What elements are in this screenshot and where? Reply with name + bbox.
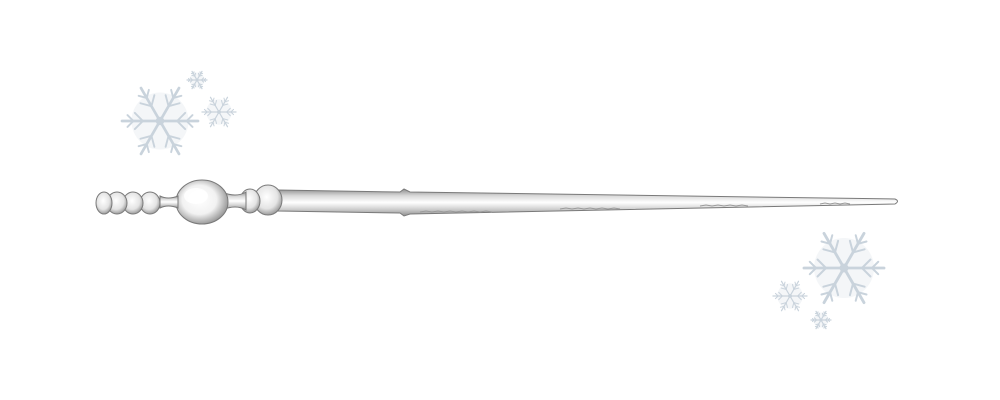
snowflake-cluster-lower-right (772, 231, 886, 330)
wand-texture (419, 202, 851, 213)
snowflake-large (120, 86, 200, 156)
snowflake-tiny (810, 310, 832, 330)
ice-wand (95, 179, 898, 225)
snowflake-tiny (186, 70, 208, 90)
wand-handle-neck (159, 195, 179, 209)
wand-end-cap (95, 191, 113, 215)
wand-orb-highlight (184, 188, 208, 204)
snowflake-small (201, 96, 237, 128)
snowflake-large (802, 231, 886, 305)
snowflake-small (772, 280, 808, 312)
snowflake-cluster-upper-left (120, 70, 237, 156)
wand-shaft (277, 188, 898, 217)
